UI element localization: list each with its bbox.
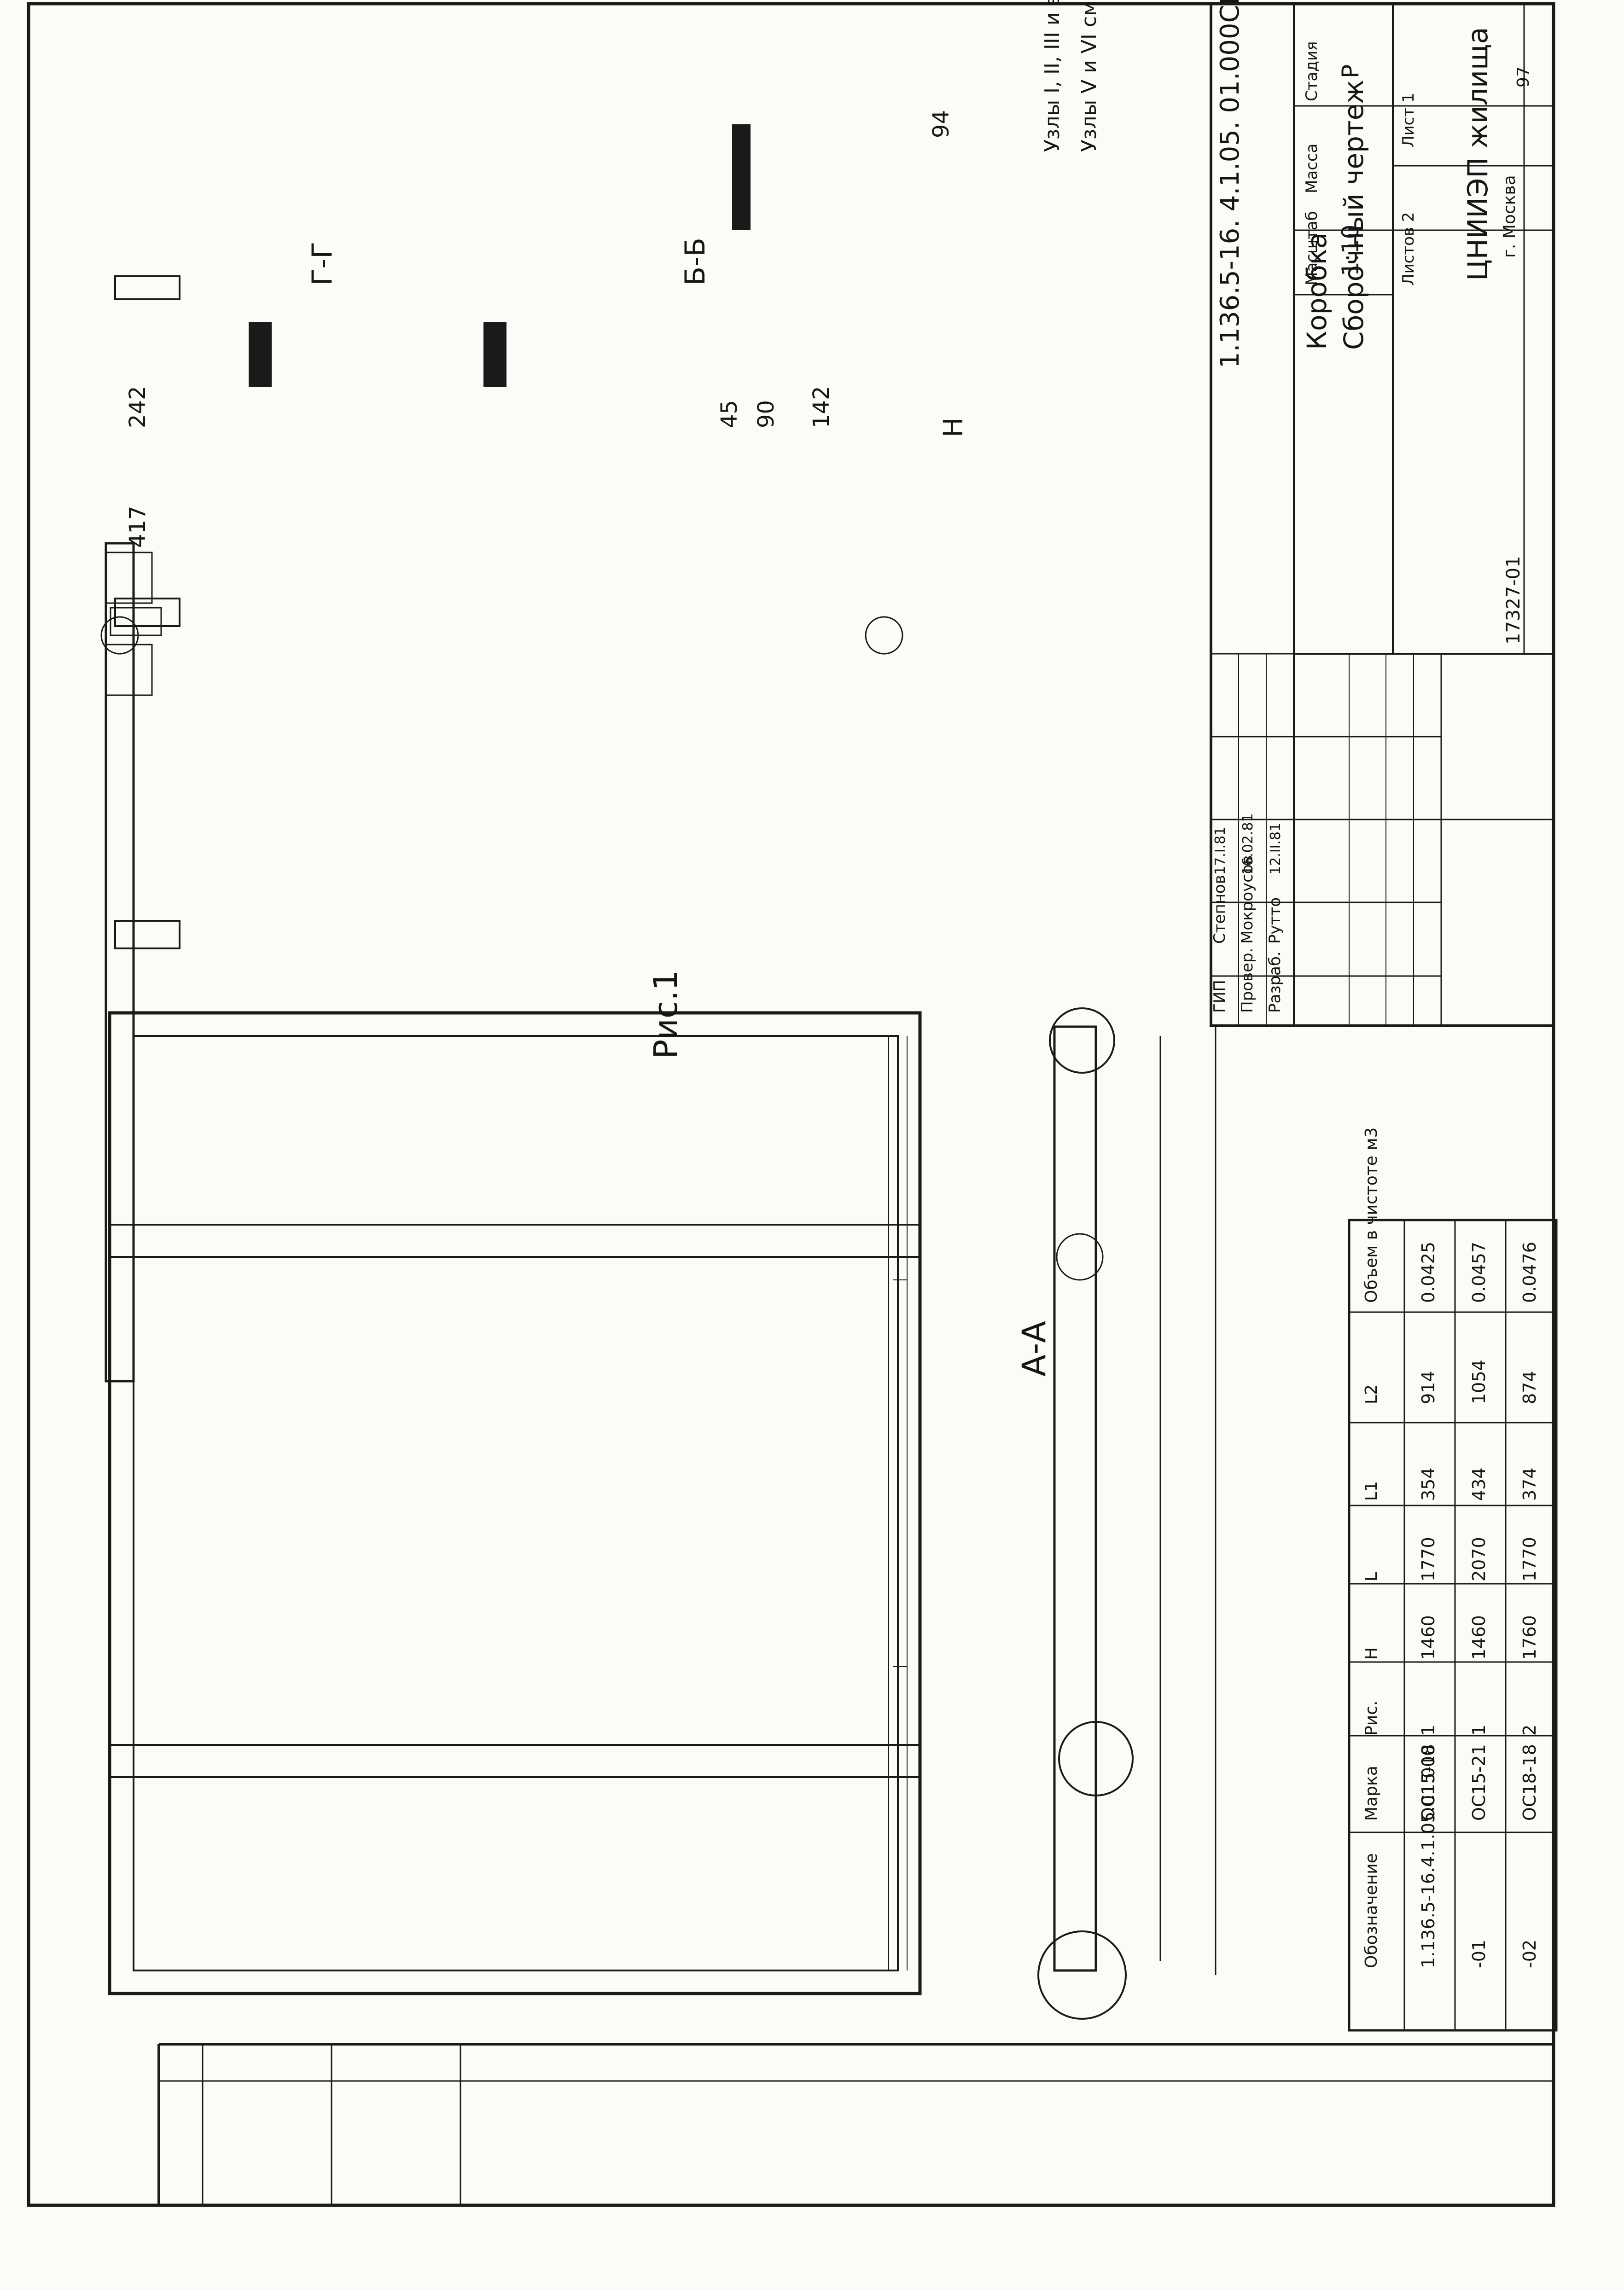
view-labels: Рис.1 А-А Б-Б Г-Г xyxy=(306,238,1053,1377)
spec-cell-2-0: -02 xyxy=(1519,1940,1540,1968)
spec-cell-2-5: 374 xyxy=(1519,1467,1540,1501)
spec-cell-0-4: 1770 xyxy=(1418,1537,1438,1581)
spec-table-frame xyxy=(1348,1219,1558,2032)
designation-label: 1.136.5-16. 4.1.05. 01.000СБ xyxy=(1215,0,1245,368)
signature-date-1: 16.02.81 xyxy=(1240,813,1256,875)
signature-name-0: Степнов xyxy=(1211,875,1229,944)
spec-cell-2-3: 1760 xyxy=(1519,1615,1540,1660)
inv-number: 17327-01 xyxy=(1503,556,1524,645)
spec-cell-1-1: ОС15-21 xyxy=(1469,1744,1489,1821)
sheet-frame xyxy=(27,2,1555,2207)
signature-role-1: Провер. xyxy=(1238,948,1257,1013)
spec-cell-2-2: 2 xyxy=(1519,1725,1540,1736)
header-stage: Стадия xyxy=(1303,41,1321,101)
spec-header-2: Рис. xyxy=(1362,1701,1381,1736)
spec-cell-2-6: 874 xyxy=(1519,1371,1540,1404)
spec-header-6: L2 xyxy=(1362,1384,1381,1404)
spec-header-0: Обозначение xyxy=(1362,1853,1381,1968)
signature-role-2: Разраб. xyxy=(1266,951,1284,1013)
note-1: Узлы I, II, III и вид В см. черт. 1.136.… xyxy=(1041,0,1064,152)
spec-cell-0-1: ОС15-18 xyxy=(1418,1744,1438,1821)
spec-cell-1-4: 2070 xyxy=(1469,1537,1489,1581)
city-label: г. Москва xyxy=(1500,175,1519,258)
spec-cell-1-2: 1 xyxy=(1469,1725,1489,1736)
fig-label: Рис.1 xyxy=(647,970,685,1059)
spec-cell-1-6: 1054 xyxy=(1469,1360,1489,1404)
sheets-label: Листов 2 xyxy=(1399,212,1418,285)
section-bb-label: Б-Б xyxy=(679,238,711,285)
dim-142: 142 xyxy=(809,386,834,428)
frame-elevation xyxy=(108,1011,922,1995)
org-label: ЦНИИЭП жилища xyxy=(1462,27,1494,281)
spec-cell-1-0: -01 xyxy=(1469,1940,1489,1968)
dim-90: 90 xyxy=(753,400,779,428)
spec-cell-2-4: 1770 xyxy=(1519,1537,1540,1581)
sheet-label: Лист 1 xyxy=(1399,93,1418,147)
signature-date-0: 17.I.81 xyxy=(1212,827,1228,875)
spec-header-3: H xyxy=(1362,1647,1381,1660)
spec-cell-1-5: 434 xyxy=(1469,1467,1489,1501)
header-mass: Масса xyxy=(1303,144,1321,193)
signature-date-2: 12.II.81 xyxy=(1268,823,1284,875)
page-marker: 97 xyxy=(1514,66,1533,87)
section-aa xyxy=(1053,1025,1097,1972)
spec-cell-0-7: 0.0425 xyxy=(1418,1242,1438,1303)
title-block-text: 1.136.5-16. 4.1.05. 01.000СБ Коробка Сбо… xyxy=(1215,0,1533,645)
spec-cell-0-2: 1 xyxy=(1418,1725,1438,1736)
rail-bar xyxy=(732,124,751,230)
signature-name-2: Рутто xyxy=(1266,897,1284,944)
spec-cell-1-3: 1460 xyxy=(1469,1615,1489,1660)
spec-header-7: Объем в чистоте м3 xyxy=(1362,1128,1381,1303)
spec-cell-1-7: 0.0457 xyxy=(1469,1242,1489,1303)
spec-header-1: Марка xyxy=(1362,1766,1381,1821)
spec-cell-2-7: 0.0476 xyxy=(1519,1242,1540,1303)
dimensions: 242 417 142 90 45 94 H xyxy=(125,110,969,548)
dim-242-a: 242 xyxy=(125,386,151,428)
spec-table: Обозначение Марка Рис. H L L1 L2 Объем в чистот… xyxy=(1348,1128,1558,2032)
spec-header-5: L1 xyxy=(1362,1481,1381,1501)
spec-cell-0-6: 914 xyxy=(1418,1371,1438,1404)
spec-header-4: L xyxy=(1362,1572,1381,1581)
section-bb xyxy=(105,542,135,1383)
scale-value: 1:10 xyxy=(1337,225,1364,276)
dim-94: 94 xyxy=(928,110,954,138)
title-block xyxy=(1210,2,1555,1027)
stage-value: Р xyxy=(1337,64,1364,78)
signature-name-1: Мокроусов xyxy=(1238,855,1257,944)
spec-cell-2-1: ОС18-18 xyxy=(1519,1744,1540,1821)
spec-cell-0-5: 354 xyxy=(1418,1467,1438,1501)
section-gg-label: Г-Г xyxy=(306,242,338,285)
spec-cell-0-3: 1460 xyxy=(1418,1615,1438,1660)
note-2: Узлы V и VI см. черт. 1.136.5-16 4.1.03.… xyxy=(1077,0,1101,152)
dim-417: 417 xyxy=(125,506,151,548)
notes: Узлы I, II, III и вид В см. черт. 1.136.… xyxy=(1041,0,1101,152)
dim-45: 45 xyxy=(716,400,742,428)
spec-cell-0-0: 1.136.5-16.4.1.05.01.000 xyxy=(1418,1745,1438,1968)
section-aa-label: А-А xyxy=(1015,1321,1053,1377)
title-line1: Коробка xyxy=(1301,232,1333,350)
dim-H: H xyxy=(937,417,969,437)
header-scale: Масштаб xyxy=(1303,211,1321,285)
title-line2: Сборочный чертеж xyxy=(1338,80,1369,350)
signature-role-0: ГИП xyxy=(1211,980,1229,1013)
